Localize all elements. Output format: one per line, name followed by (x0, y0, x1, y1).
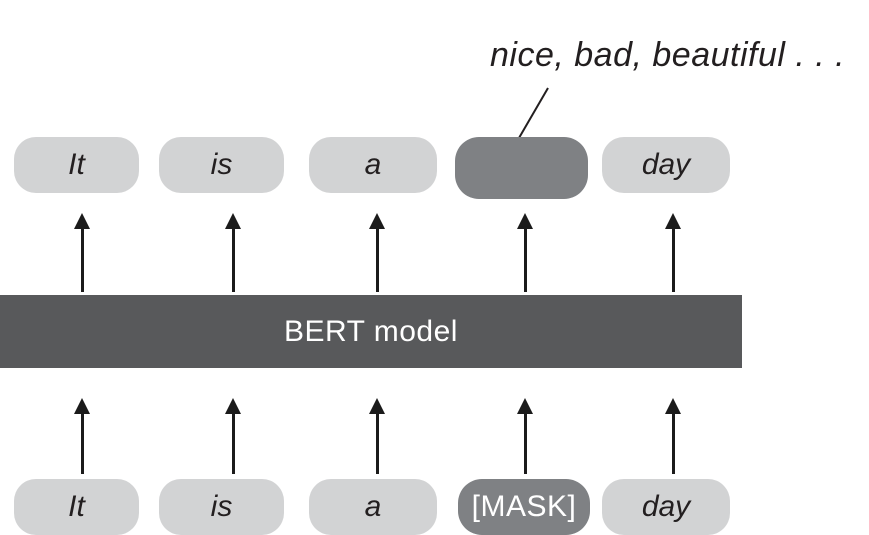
up-arrow (517, 213, 533, 292)
output-token-pill: It (14, 137, 139, 193)
output-token-pill: a (309, 137, 437, 193)
up-arrow (665, 398, 681, 474)
mask-token-pill: [MASK] (458, 479, 590, 535)
up-arrow (369, 398, 385, 474)
input-token-pill: day (602, 479, 730, 535)
up-arrow (74, 213, 90, 292)
up-arrow (225, 398, 241, 474)
input-token-pill: It (14, 479, 139, 535)
input-token-pill: is (159, 479, 284, 535)
bert-model-label: BERT model (284, 314, 458, 348)
up-arrow (225, 213, 241, 292)
bert-model-bar: BERT model (0, 295, 742, 368)
up-arrow (517, 398, 533, 474)
up-arrow (665, 213, 681, 292)
up-arrow (369, 213, 385, 292)
input-token-pill: a (309, 479, 437, 535)
up-arrow (74, 398, 90, 474)
masked-output-pill (455, 137, 588, 199)
output-token-pill: day (602, 137, 730, 193)
output-token-pill: is (159, 137, 284, 193)
predictions-annotation: nice, bad, beautiful . . . (490, 36, 846, 74)
